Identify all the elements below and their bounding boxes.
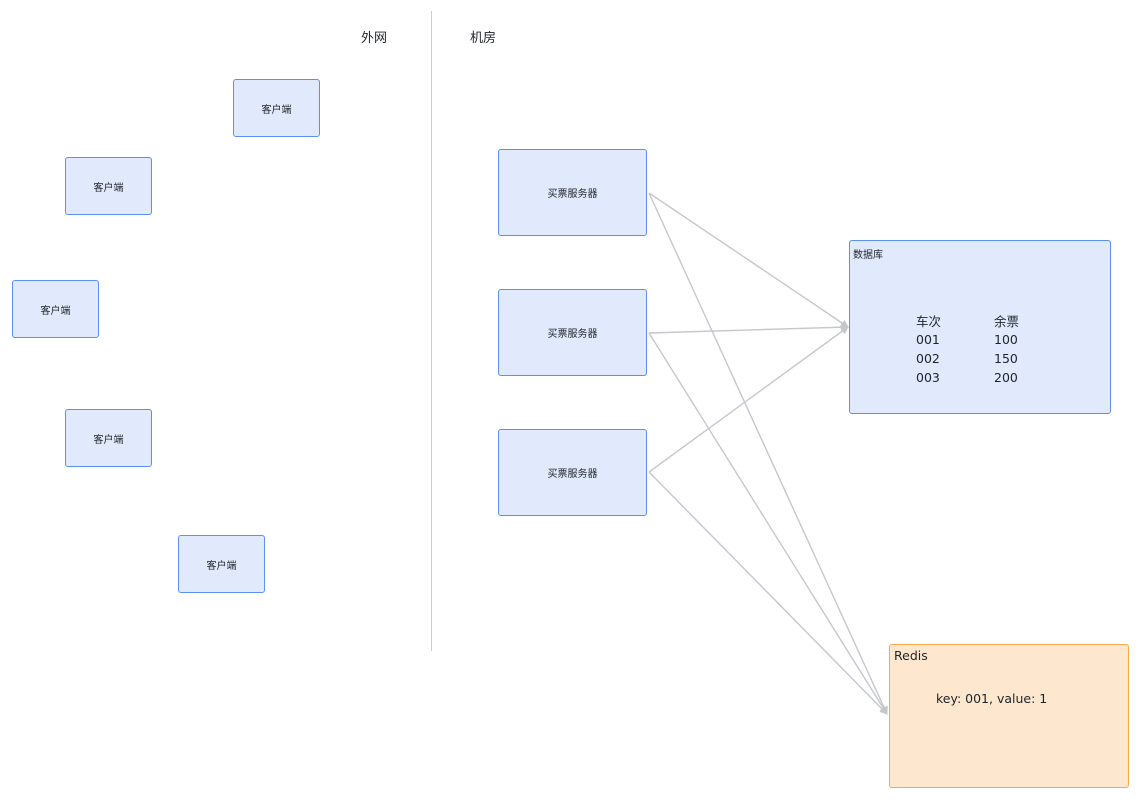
zone-label-outside: 外网: [361, 31, 388, 46]
train-number-cell: 002: [916, 351, 940, 366]
client-node-label: 客户端: [93, 434, 124, 446]
client-node-1[interactable]: 客户端: [233, 79, 320, 137]
ticket-server-1[interactable]: 买票服务器: [498, 149, 647, 236]
ticket-server-label: 买票服务器: [547, 329, 598, 340]
ticket-server-3[interactable]: 买票服务器: [498, 429, 647, 516]
zone-divider: [431, 11, 432, 651]
redis-entry: key: 001, value: 1: [936, 691, 1048, 706]
database-title: 数据库: [853, 250, 883, 261]
train-number-cell: 003: [916, 370, 940, 385]
client-node-label: 客户端: [261, 104, 292, 116]
ticket-server-label: 买票服务器: [547, 469, 598, 480]
table-row: 001 100: [916, 330, 1019, 349]
redis-title: Redis: [894, 648, 928, 663]
client-node-5[interactable]: 客户端: [178, 535, 265, 593]
ticket-server-label: 买票服务器: [547, 189, 598, 200]
remaining-tickets-cell: 100: [994, 332, 1018, 347]
client-node-4[interactable]: 客户端: [65, 409, 152, 467]
remaining-tickets-cell: 150: [994, 351, 1018, 366]
table-row: 002 150: [916, 349, 1019, 368]
arrow-server-2-to-database: [648, 323, 849, 334]
train-number-cell: 001: [916, 332, 940, 347]
client-node-label: 客户端: [40, 305, 71, 317]
client-node-label: 客户端: [206, 560, 237, 572]
remaining-tickets-cell: 200: [994, 370, 1018, 385]
arrow-server-3-to-redis: [648, 471, 888, 715]
table-header-row: 车次 余票: [916, 311, 1019, 330]
zone-label-datacenter: 机房: [470, 31, 497, 46]
column-header-train: 车次: [916, 314, 942, 329]
client-node-label: 客户端: [93, 182, 124, 194]
ticket-server-2[interactable]: 买票服务器: [498, 289, 647, 376]
redis-node[interactable]: Redis key: 001, value: 1: [889, 644, 1129, 788]
column-header-remaining: 余票: [994, 314, 1020, 329]
ticket-table: 车次 余票 001 100 002 150 003 200: [916, 311, 1019, 387]
database-node[interactable]: 数据库 车次 余票 001 100 002 150 003 200: [849, 240, 1111, 414]
client-node-3[interactable]: 客户端: [12, 280, 99, 338]
arrow-server-1-to-database: [648, 192, 849, 328]
table-row: 003 200: [916, 368, 1019, 387]
client-node-2[interactable]: 客户端: [65, 157, 152, 215]
arrow-server-3-to-database: [648, 326, 849, 473]
